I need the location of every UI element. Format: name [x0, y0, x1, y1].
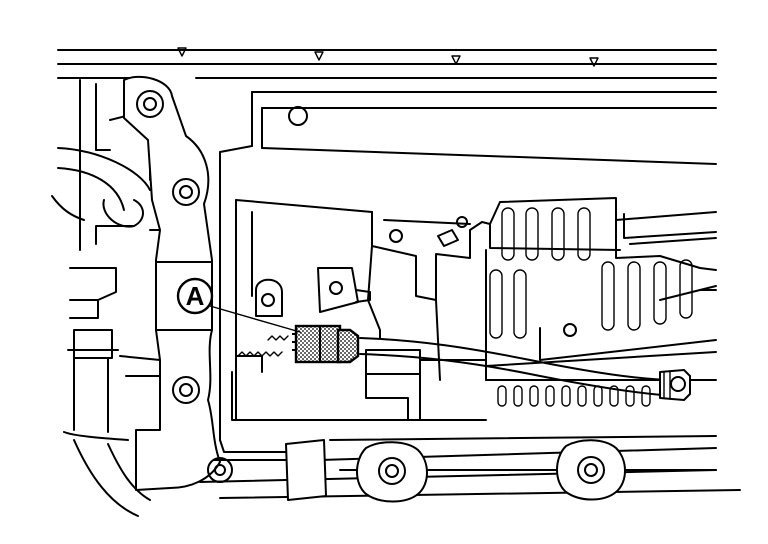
callout-a: A	[176, 277, 301, 333]
connector-mount	[255, 267, 371, 317]
control-unit-housing	[367, 197, 717, 407]
callout-a-circle	[176, 277, 214, 315]
upper-frame-rails	[57, 47, 717, 165]
connector-component-a	[292, 324, 360, 364]
lower-block	[365, 349, 487, 421]
callout-a-letter: A	[186, 281, 205, 311]
lower-rail	[199, 439, 717, 503]
wiring-harness	[359, 337, 691, 401]
